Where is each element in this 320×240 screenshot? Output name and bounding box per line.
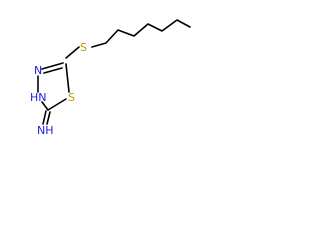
bond-s-to-ring — [65, 46, 80, 59]
bond-imine-b — [46, 111, 51, 125]
atom-s-ring: S — [68, 91, 75, 104]
atom-nh-ring: HN — [30, 91, 47, 104]
atom-s-chain: S — [80, 41, 87, 54]
bond-c-n-double-a — [41, 62, 64, 70]
hexyl-chain-bonds — [91, 19, 191, 48]
bond-c-s-ring — [47, 98, 67, 111]
atom-amine: NH — [37, 124, 54, 137]
molecule-diagram: S N HN S NH — [30, 19, 191, 137]
bond-s-ring-c — [65, 63, 70, 93]
bond-nh-c — [41, 101, 49, 111]
bond-imine-a — [42, 110, 47, 125]
bond-c-n-double-b — [43, 67, 63, 74]
atom-n-top: N — [34, 64, 42, 77]
